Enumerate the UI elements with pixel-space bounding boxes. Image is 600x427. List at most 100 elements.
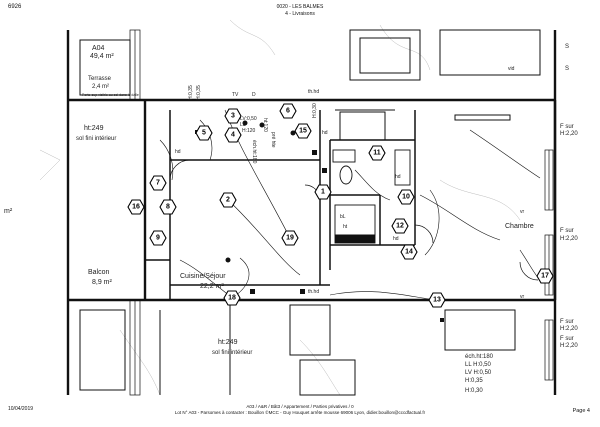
ll: LL xyxy=(240,122,246,128)
h030: H:0,30 xyxy=(312,103,318,118)
svg-text:9: 9 xyxy=(156,235,160,242)
page-ref: 6926 xyxy=(8,4,22,10)
terrasse-code: A04 xyxy=(92,45,105,52)
sol-fini-a: sol fini intérieur xyxy=(76,136,116,142)
marker-5: 5 xyxy=(195,125,213,141)
svg-text:15: 15 xyxy=(299,128,307,135)
marker-16: 16 xyxy=(127,199,145,215)
fsur-a: F sur xyxy=(560,124,574,130)
marker-6: 6 xyxy=(279,103,297,119)
vid: vid xyxy=(508,66,515,72)
ht249-a: ht:249 xyxy=(84,125,104,132)
lv-h050: LV H:0,50 xyxy=(465,370,492,376)
vr-a: vr xyxy=(520,209,525,215)
fsur-c: F sur xyxy=(560,319,574,325)
header-location-2: 4 - Livraisons xyxy=(285,11,315,17)
svg-text:5: 5 xyxy=(202,130,206,137)
window-strips xyxy=(129,29,554,396)
hd-d: hd xyxy=(322,130,328,136)
marker-8: 8 xyxy=(159,199,177,215)
ht-label: ht xyxy=(343,224,348,230)
svg-text:12: 12 xyxy=(396,223,404,230)
tag-dim: D xyxy=(252,92,256,98)
terrasse-area: 49,4 m² xyxy=(90,53,114,60)
footer-line-2: Lot N° A03 - Parsomes à contacter : Boui… xyxy=(174,410,426,415)
page-header: 0020 - LES BALMES 4 - Livraisons xyxy=(0,4,600,18)
tag-tv: TV xyxy=(232,92,239,98)
marker-10: 10 xyxy=(397,189,415,205)
h220-d: H:2,20 xyxy=(560,343,578,349)
svg-text:19: 19 xyxy=(286,235,294,242)
svg-text:2: 2 xyxy=(226,197,230,204)
pre-hte: pré hte xyxy=(270,132,276,148)
terrasse-name: Terrasse xyxy=(88,76,112,82)
vr-b: vr xyxy=(520,294,525,300)
ht120: ht:120 xyxy=(262,118,268,132)
marker-11: 11 xyxy=(368,145,386,161)
background-lines xyxy=(39,19,521,396)
balcon-area: 8,9 m² xyxy=(92,279,113,286)
lv050: LV:0,50 xyxy=(240,116,257,122)
svg-text:4: 4 xyxy=(231,132,235,139)
svg-text:3: 3 xyxy=(231,113,235,120)
marker-2: 2 xyxy=(219,192,237,208)
svg-text:14: 14 xyxy=(405,249,413,256)
bathroom-fixtures xyxy=(332,149,411,244)
side-left-area: m² xyxy=(4,208,13,215)
hd-b: hd xyxy=(395,174,401,180)
h120: H:120 xyxy=(242,128,256,134)
terrace-area xyxy=(79,29,541,141)
header-location-1: 0020 - LES BALMES xyxy=(276,4,324,10)
marker-19: 19 xyxy=(281,230,299,246)
svg-text:6: 6 xyxy=(286,108,290,115)
terrasse-note: Porte-cup visible au sol dans le dalle xyxy=(82,93,139,97)
bl: bL xyxy=(340,214,346,220)
ech-ht180: éch.ht:180 xyxy=(465,354,494,360)
fsur-b: F sur xyxy=(560,228,574,234)
svg-text:1: 1 xyxy=(321,189,325,196)
ll-h050: LL H:0,50 xyxy=(465,362,491,368)
svg-text:16: 16 xyxy=(132,204,140,211)
hd-c: hd xyxy=(393,236,399,242)
balcony-area xyxy=(79,300,516,396)
svg-text:13: 13 xyxy=(433,297,441,304)
outer-walls xyxy=(66,30,557,395)
marker-15: 15 xyxy=(294,123,312,139)
h030-b: H:0,30 xyxy=(465,388,483,394)
svg-text:18: 18 xyxy=(228,295,236,302)
marker-1: 1 xyxy=(314,184,332,200)
marker-13: 13 xyxy=(428,292,446,308)
door-swings xyxy=(169,159,539,281)
h220-b: H:2,20 xyxy=(560,236,578,242)
balcon-name: Balcon xyxy=(88,269,110,276)
h035-b: H:0,35 xyxy=(196,85,202,100)
marker-7: 7 xyxy=(149,175,167,191)
marker-14: 14 xyxy=(400,244,418,260)
cuisine-name: Cuisine/Séjour xyxy=(180,273,226,280)
svg-text:7: 7 xyxy=(156,180,160,187)
s-a: S xyxy=(565,44,569,50)
svg-text:17: 17 xyxy=(541,273,549,280)
fsur-d: F sur xyxy=(560,336,574,342)
marker-9: 9 xyxy=(149,230,167,246)
terrasse-area2: 2,4 m² xyxy=(92,84,109,90)
th-hd2: th.hd xyxy=(308,289,319,295)
ech180: éch.ht:180 xyxy=(251,140,257,164)
chambre-name: Chambre xyxy=(505,223,534,230)
footer-date: 10/04/2019 xyxy=(8,406,34,412)
th-hd: th.hd xyxy=(308,89,319,95)
footer-line-1: A03 / A&R / Bât3 / Appartement / Parties… xyxy=(246,404,354,409)
h035-a: H:0,35 xyxy=(188,85,194,100)
plan-labels: A04 49,4 m² Terrasse 2,4 m² Porte-cup vi… xyxy=(4,44,578,394)
marker-3: 3 xyxy=(224,108,242,124)
h035-c: H:0,35 xyxy=(465,378,483,384)
h220-a: H:2,20 xyxy=(560,131,578,137)
ht249-b: ht:249 xyxy=(218,339,238,346)
h220-c: H:2,20 xyxy=(560,326,578,332)
footer-info: A03 / A&R / Bât3 / Appartement / Parties… xyxy=(0,404,600,416)
sol-fini-b: sol fini intérieur xyxy=(212,350,252,356)
cuisine-area: 22,2 m² xyxy=(200,283,224,290)
footer-page: Page 4 xyxy=(572,408,590,414)
